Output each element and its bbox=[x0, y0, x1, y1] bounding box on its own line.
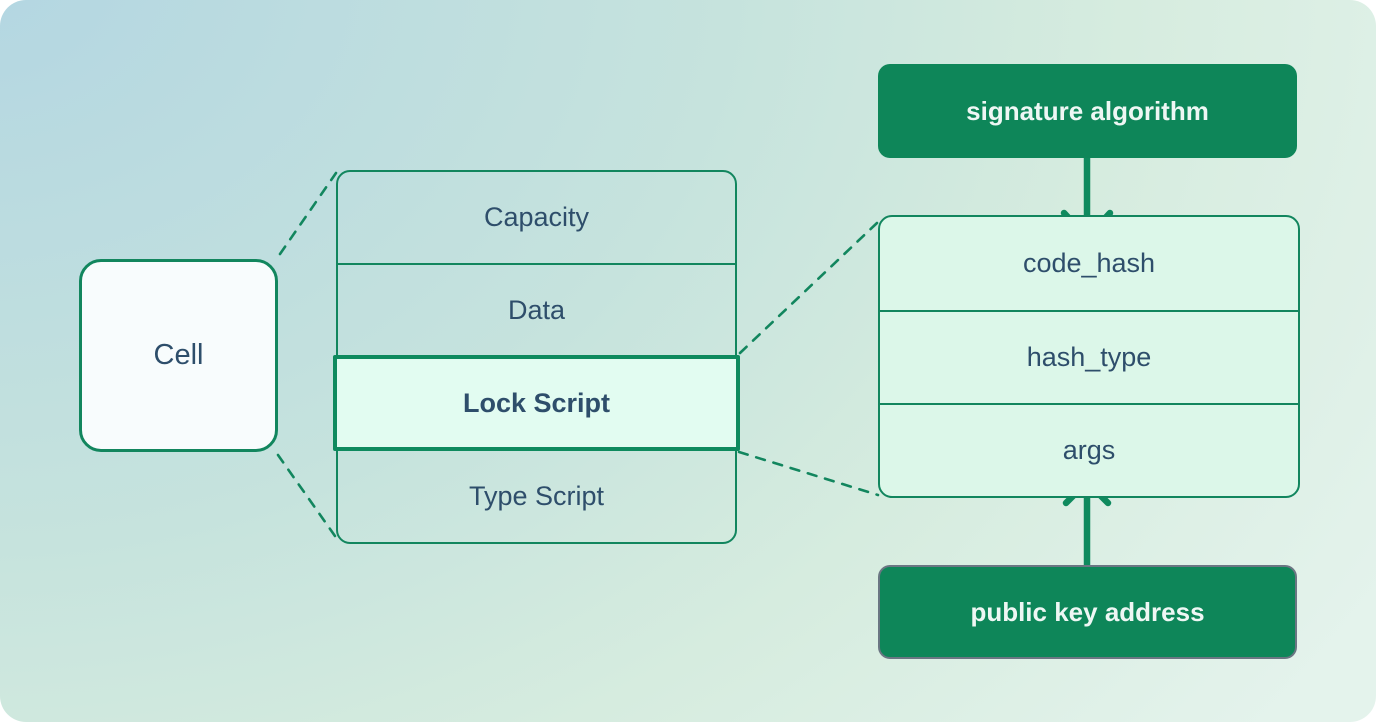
signature-algorithm-label: signature algorithm bbox=[966, 95, 1209, 126]
cell-label: Cell bbox=[153, 339, 204, 371]
cell-to-fields-connector-top bbox=[278, 171, 338, 256]
data-label: Data bbox=[507, 294, 566, 325]
capacity-row: Capacity bbox=[338, 172, 735, 263]
signature-algorithm-box: signature algorithm bbox=[878, 64, 1297, 158]
lockscript-to-stack-connector-top bbox=[738, 221, 879, 355]
lockscript-to-stack-connector-bottom bbox=[737, 450, 880, 497]
code-hash-label: code_hash bbox=[1022, 248, 1156, 278]
args-row: args bbox=[880, 403, 1298, 496]
data-row: Data bbox=[338, 263, 735, 355]
hash-type-label: hash_type bbox=[1026, 342, 1152, 372]
type-script-label: Type Script bbox=[468, 481, 605, 511]
type-script-row: Type Script bbox=[338, 451, 735, 542]
public-key-address-label: public key address bbox=[970, 596, 1205, 627]
public-key-address-box: public key address bbox=[878, 565, 1297, 659]
lock-script-label: Lock Script bbox=[462, 387, 611, 418]
hash-type-row: hash_type bbox=[880, 310, 1298, 403]
capacity-label: Capacity bbox=[483, 202, 590, 232]
lock-script-fields-node: code_hash hash_type args bbox=[878, 215, 1300, 498]
lock-script-row: Lock Script bbox=[333, 355, 740, 451]
code-hash-row: code_hash bbox=[880, 217, 1298, 310]
args-label: args bbox=[1062, 435, 1116, 465]
cell-fields-node: Capacity Data Lock Script Type Script bbox=[333, 170, 740, 544]
cell-node: Cell bbox=[79, 259, 278, 452]
cell-to-fields-connector-bottom bbox=[276, 453, 337, 538]
